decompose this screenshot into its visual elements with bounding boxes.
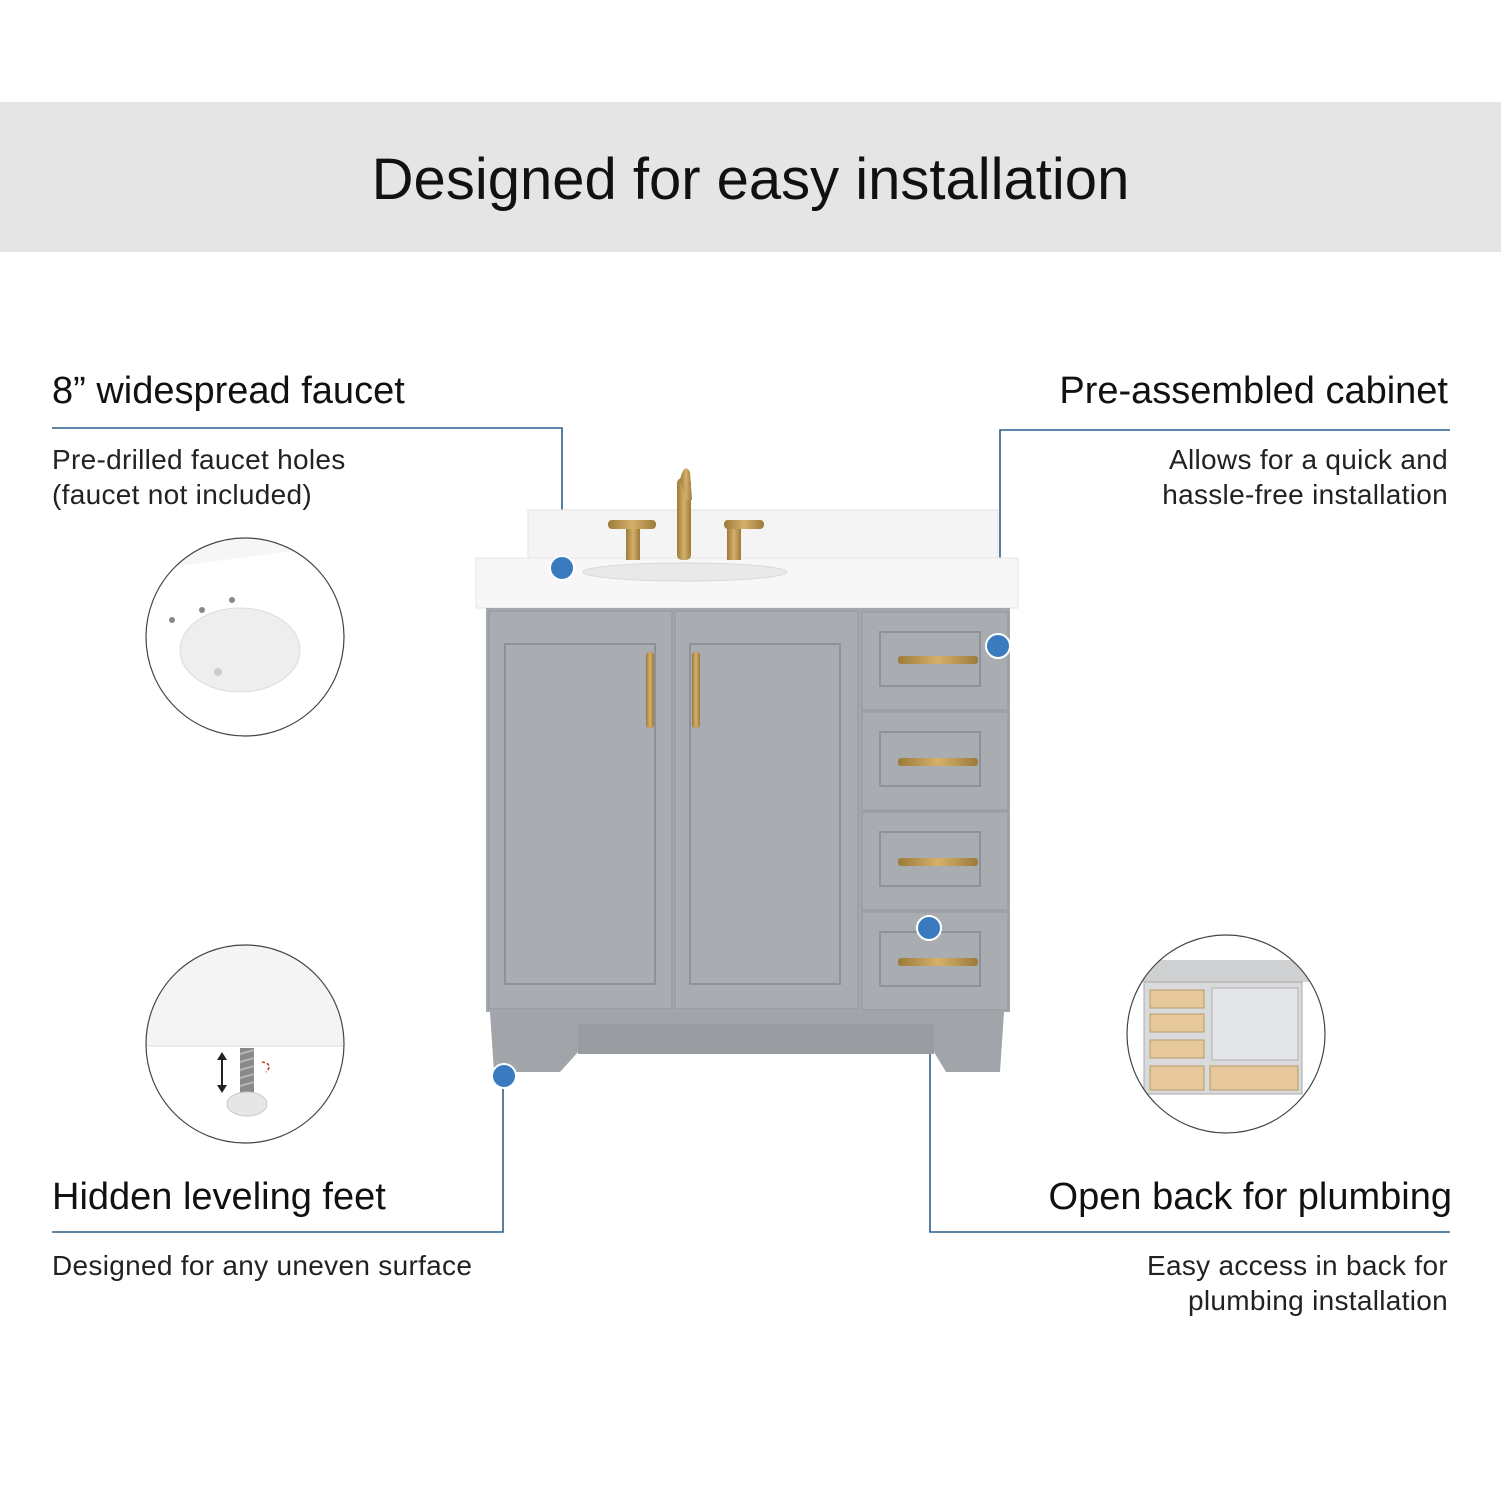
feet-feature-desc: Designed for any uneven surface	[52, 1250, 473, 1281]
plumbing-feature-desc: Easy access in back for plumbing install…	[1146, 1250, 1448, 1316]
faucet-feature-desc: Pre-drilled faucet holes (faucet not inc…	[52, 444, 346, 510]
left-door-handle	[646, 652, 654, 728]
right-door	[674, 610, 859, 1010]
cabinet-feature-desc: Allows for a quick and hassle-free insta…	[1162, 444, 1448, 510]
cabinet-feature-title: Pre-assembled cabinet	[1059, 370, 1448, 412]
sink-basin	[582, 562, 788, 582]
faucet-feature-title: 8” widespread faucet	[52, 370, 405, 412]
right-door-handle	[692, 652, 700, 728]
feet-detail-circle	[145, 944, 345, 1144]
feet-callout-line	[52, 1076, 504, 1233]
left-door	[488, 610, 673, 1010]
header-banner	[0, 102, 1501, 252]
callout-dots	[491, 555, 1011, 1089]
sink-detail-circle	[145, 537, 345, 737]
plumbing-feature-title: Open back for plumbing	[1048, 1176, 1452, 1218]
cabinet-callout-dot	[985, 633, 1011, 659]
backsplash	[527, 509, 999, 561]
feet-feature-title: Hidden leveling feet	[52, 1176, 386, 1218]
feet-callout-dot	[491, 1063, 517, 1089]
faucet-callout-dot	[549, 555, 575, 581]
plumbing-callout-dot	[916, 915, 942, 941]
open-back-detail-circle	[1126, 934, 1326, 1134]
page-title: Designed for easy installation	[371, 147, 1130, 212]
faucet	[608, 468, 764, 560]
